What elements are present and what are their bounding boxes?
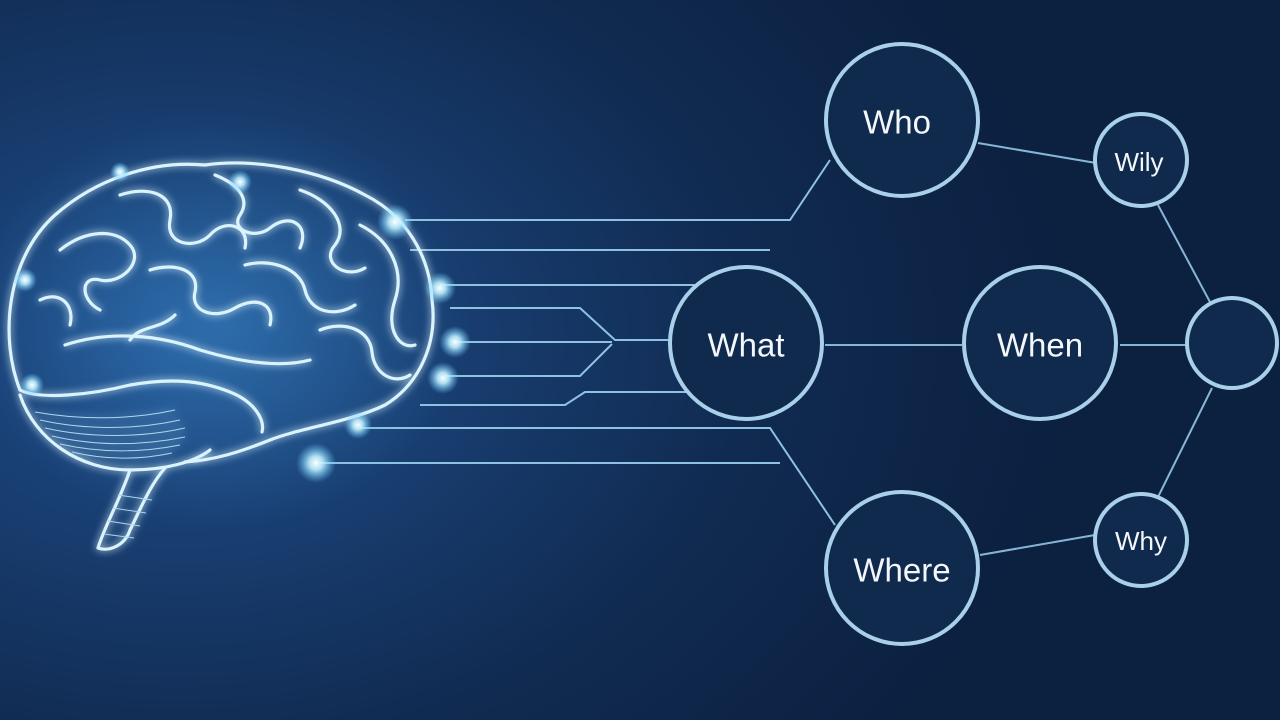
connector-where-why (979, 534, 1096, 556)
connector-empty-why (1157, 387, 1213, 498)
node-why-bottom-label: Why (1115, 526, 1167, 556)
node-when: When (962, 265, 1118, 421)
node-what-label: What (707, 327, 784, 364)
node-where-label: Where (853, 552, 950, 589)
trace-4 (450, 307, 670, 341)
node-why-top: Wily (1093, 112, 1189, 208)
node-empty (1185, 296, 1279, 390)
node-why-bottom: Why (1093, 492, 1189, 588)
trace-top-1 (405, 159, 831, 221)
connector-why-empty (1157, 204, 1211, 303)
trace-8 (360, 427, 836, 526)
node-when-label: When (997, 327, 1083, 364)
node-why-top-label: Wily (1114, 147, 1163, 177)
node-who: Who (824, 42, 980, 198)
connector-who-why (977, 142, 1097, 164)
trace-7 (420, 391, 690, 406)
circuit-traces (320, 159, 836, 526)
trace-6 (445, 343, 613, 377)
node-connectors (825, 142, 1213, 556)
node-where: Where (824, 490, 980, 646)
node-who-label: Who (863, 104, 931, 141)
glow-dots (13, 162, 471, 483)
node-what: What (668, 265, 824, 421)
